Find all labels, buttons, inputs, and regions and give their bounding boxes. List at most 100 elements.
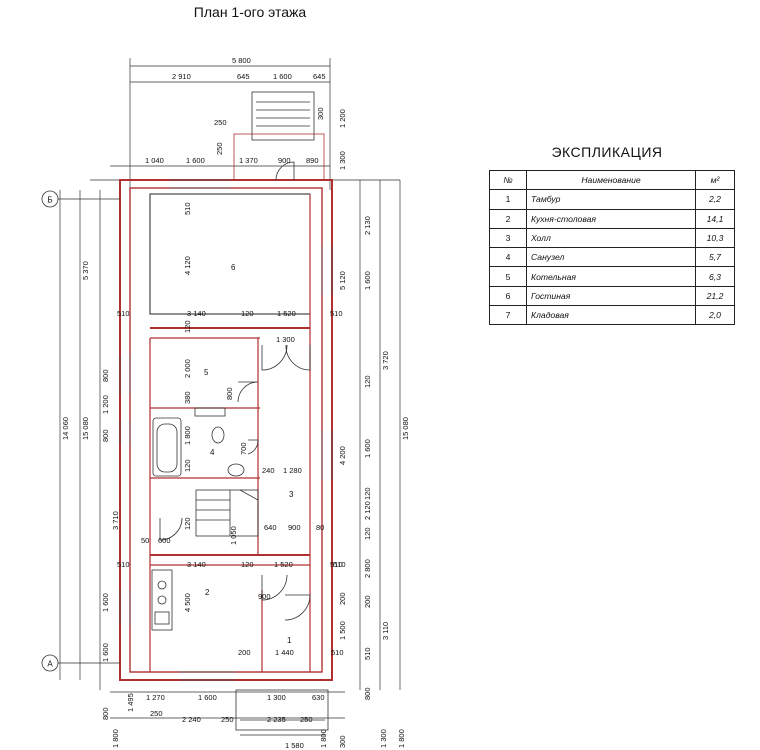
dim-label: 250 [300,715,313,724]
dim-label: 250 [221,715,234,724]
dim-label: 4 120 [183,256,192,275]
dim-label: 1 370 [239,156,258,165]
page-title: План 1-ого этажа [193,4,307,20]
dim-label: 510 [117,309,130,318]
dim-label: 1 200 [338,109,347,128]
dim-label: 120 [183,459,192,472]
dim-label: 2 120 [363,501,372,520]
table-row: 7 Кладовая 2,0 [489,305,735,326]
dim-label: 1 495 [126,693,135,712]
windows [119,179,333,681]
dim-label: 510 [330,309,343,318]
row-area: 6,3 [695,266,735,287]
dim-label: 120 [363,375,372,388]
dim-label: 120 [241,560,254,569]
dim-label: 1 600 [101,643,110,662]
axis-markers: Б А [41,190,120,672]
dim-label: 600 [158,536,171,545]
row-area: 14,1 [695,208,735,229]
column-header-number: № [489,169,527,191]
table-row: 2 Кухня-столовая 14,1 [489,208,735,229]
dim-label: 630 [312,693,325,702]
dim-label: 800 [363,687,372,700]
dim-label: 2 235 [267,715,286,724]
dim-label: 800 [101,707,110,720]
dim-label: 510 [363,647,372,660]
dim-label: 300 [338,735,347,748]
dim-label: 80 [316,523,324,532]
dim-label: 4 500 [183,593,192,612]
dim-label: 1 520 [274,560,293,569]
dim-label: 120 [183,320,192,333]
room-number-1: 1 [287,636,292,645]
row-name: Санузел [526,247,696,268]
doors [159,344,311,621]
row-name: Котельная [526,266,696,287]
row-name: Гостиная [526,285,696,307]
row-name: Холл [526,227,696,249]
column-header-name: Наименование [526,169,696,191]
dim-label: 120 [183,517,192,530]
dim-label: 1 800 [397,729,406,748]
dimension-texts: 5 800 2 910 645 1 600 645 250 250 300 1 … [61,56,410,750]
table-row: 1 Тамбур 2,2 [489,189,735,210]
row-name: Кухня-столовая [526,208,696,229]
dim-label: 2 240 [182,715,201,724]
dim-label: 4 200 [338,446,347,465]
explication-table: № Наименование м² 1 Тамбур 2,2 2 Кухня-с… [489,169,735,326]
bathroom-fixtures [152,407,245,477]
dim-label: 5 370 [81,261,90,280]
dim-label: 3 140 [187,560,206,569]
room-number-4: 4 [210,448,215,457]
dim-label: 1 300 [338,151,347,170]
dim-label: 645 [313,72,326,81]
axis-b-label: Б [47,196,52,205]
dim-label: 1 300 [276,335,295,344]
bottom-porch [235,689,329,736]
dim-label: 900 [288,523,301,532]
table-row: 6 Гостиная 21,2 [489,285,735,307]
row-number: 4 [489,247,527,268]
row-name: Тамбур [526,189,696,210]
dim-label: 900 [258,592,271,601]
room-number-5: 5 [204,368,209,377]
row-area: 5,7 [695,247,735,268]
dim-label: 1 200 [101,395,110,414]
dim-label: 3 720 [381,351,390,370]
dim-label: 15 080 [401,417,410,440]
dim-label: 120 [363,487,372,500]
explication-title: ЭКСПЛИКАЦИЯ [551,144,663,160]
dim-label: 510 [331,648,344,657]
dim-label: 1 600 [101,593,110,612]
dim-label: 800 [225,387,234,400]
dim-label: 640 [264,523,277,532]
dim-label: 3 710 [111,511,120,530]
row-area: 2,0 [695,305,735,326]
dim-label: 1 600 [198,693,217,702]
dim-label: 120 [363,527,372,540]
dim-label: 1 040 [145,156,164,165]
dim-label: 700 [239,442,248,455]
dim-label: 1 600 [273,72,292,81]
dim-label: 1 800 [319,729,328,748]
dim-label: 510 [333,560,346,569]
dim-label: 240 [262,466,275,475]
row-area: 10,3 [695,227,735,249]
dim-label: 2 800 [363,559,372,578]
dim-label: 250 [150,709,163,718]
dim-label: 800 [101,429,110,442]
dim-label: 1 440 [275,648,294,657]
dim-label: 510 [183,202,192,215]
inner-stairs [195,489,259,537]
dim-label: 900 [278,156,291,165]
dim-label: 1 600 [363,271,372,290]
dim-label: 1 500 [338,621,347,640]
column-header-area: м² [695,169,735,191]
dim-label: 1 280 [283,466,302,475]
dim-label: 200 [363,595,372,608]
dim-label: 15 080 [81,417,90,440]
room-number-3: 3 [289,490,294,499]
row-area: 2,2 [695,189,735,210]
table-row: 5 Котельная 6,3 [489,266,735,287]
